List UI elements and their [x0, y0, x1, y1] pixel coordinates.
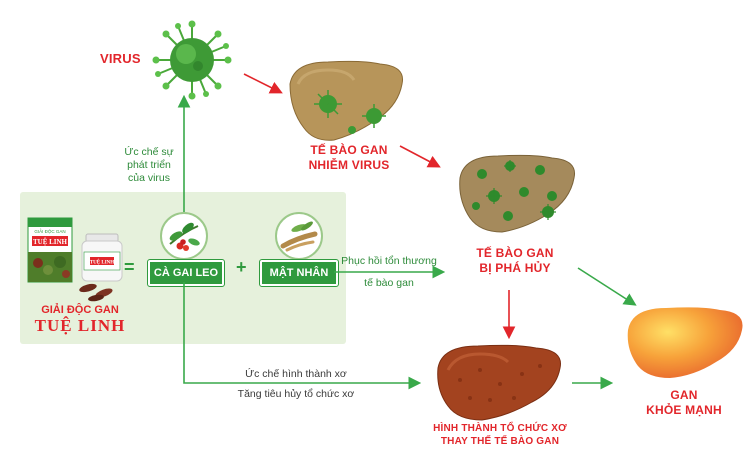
mat-nhan-image	[275, 212, 323, 260]
infected-liver-image	[289, 60, 404, 141]
note-inhibit-virus-1: Ức chế sự	[124, 146, 174, 158]
ca-gai-leo-button: CÀ GAI LEO	[147, 259, 225, 287]
arrow-infected-to-destroyed	[399, 145, 441, 168]
arrow-destroyed-to-healthy	[577, 267, 637, 306]
ca-gai-leo-icon	[169, 222, 200, 251]
healthy-label-line1: GAN	[670, 388, 698, 402]
plus-sign: +	[236, 257, 247, 277]
product-brand: TUỆ LINH	[34, 316, 126, 335]
arrow-virus-to-infected	[243, 73, 283, 94]
note-fibrosis-2: Tăng tiêu hủy tổ chức xơ	[237, 388, 355, 400]
note-inhibit-virus-3: của virus	[127, 172, 170, 184]
box-brand-text: TUỆ LINH	[33, 238, 68, 246]
equals-sign: =	[124, 257, 135, 277]
note-restore-2: tế bào gan	[364, 277, 414, 289]
fibrosis-label-line1: HÌNH THÀNH TỔ CHỨC XƠ	[433, 423, 567, 434]
note-inhibit-virus-2: phát triển	[127, 159, 171, 171]
destroyed-label-line1: TẾ BÀO GAN	[476, 246, 554, 260]
infected-label-line2: NHIỄM VIRUS	[308, 158, 390, 172]
arrow-inhibit-fibrosis	[183, 282, 422, 390]
svg-text:TUỆ LINH: TUỆ LINH	[90, 260, 114, 266]
healthy-label-line2: KHỎE MẠNH	[646, 403, 722, 417]
product-caption: GIẢI ĐỘC GAN	[41, 304, 119, 316]
virus-label: VIRUS	[100, 51, 141, 66]
destroyed-label-line2: BỊ PHÁ HỦY	[479, 261, 551, 275]
note-restore-1: Phục hồi tổn thương	[341, 255, 437, 267]
product-package-image: TUỆ LINH GIẢI ĐỘC GAN TUỆ LINH	[27, 217, 123, 302]
fibrosis-label-line2: THAY THẾ TẾ BÀO GAN	[440, 436, 560, 447]
destroyed-liver-image	[459, 154, 576, 233]
note-fibrosis-1: Ức chế hình thành xơ	[245, 368, 347, 380]
fibrosis-liver-image	[437, 344, 561, 421]
mat-nhan-icon	[280, 221, 318, 252]
infected-label-line1: TẾ BÀO GAN	[310, 143, 388, 157]
svg-text:GIẢI ĐỘC GAN: GIẢI ĐỘC GAN	[34, 228, 65, 234]
healthy-liver-image	[627, 307, 743, 378]
ca-gai-leo-image	[160, 212, 208, 260]
mat-nhan-button: MẬT NHÂN	[259, 259, 339, 287]
virus-image	[152, 20, 232, 100]
